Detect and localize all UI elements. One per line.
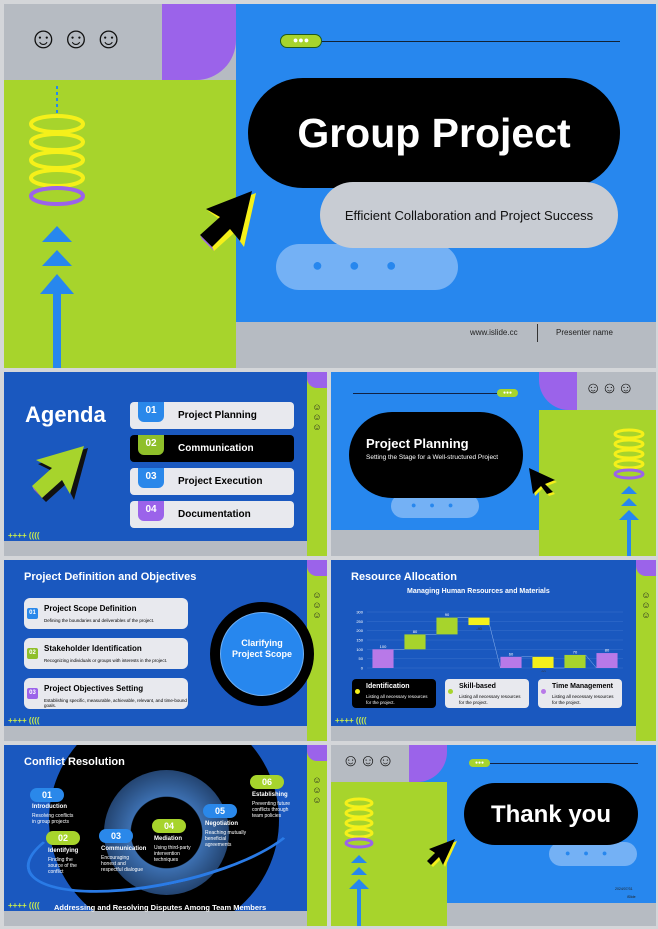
slide-cover[interactable]: ☺☺☺ ●●● Group Project ●●● Efficient Coll… (4, 4, 656, 368)
bar (532, 656, 554, 668)
agenda-item-label: Communication (178, 443, 254, 454)
data-label: 70 (573, 649, 578, 654)
data-label: 60 (509, 651, 514, 656)
chart-title: Managing Human Resources and Materials (407, 588, 550, 595)
section-subtitle: Setting the Stage for a Well-structured … (366, 454, 499, 461)
cursor-arrow-icon (427, 839, 457, 867)
section-title: Project Planning (366, 436, 469, 451)
slide-definition[interactable]: ☺☺☺ Project Definition and Objectives 01… (4, 560, 327, 741)
data-label: 80 (413, 629, 418, 634)
dots-icon: ●●● (312, 255, 423, 275)
conflict-footer: Addressing and Resolving Disputes Among … (54, 903, 267, 912)
slide-title: Project Definition and Objectives (24, 571, 197, 583)
connector-line (585, 654, 597, 669)
spring-coil-icon (344, 797, 374, 926)
thanks-brand: iSlide (627, 895, 636, 899)
website-link[interactable]: www.islide.cc (470, 328, 518, 337)
smiley-face-icon: ☺☺☺ (342, 751, 395, 770)
agenda-item-label: Documentation (178, 509, 251, 520)
title-pill (248, 78, 620, 188)
waterfall-chart: 0 50 100 150 200 250 300 100 80 90 -40 60 -60 70 80 (356, 610, 623, 672)
spring-coil-icon (613, 428, 645, 556)
thanks-date: 2024/07/31 (615, 887, 633, 891)
cursor-arrow-icon (200, 191, 256, 251)
agenda-title: Agenda (25, 402, 106, 427)
subtitle-pill (320, 182, 618, 248)
data-label: 100 (380, 644, 387, 649)
connector-line (489, 625, 501, 669)
smiley-face-icon: ☺☺☺ (28, 22, 126, 55)
data-label: 90 (445, 612, 450, 617)
data-label: -60 (540, 669, 547, 672)
smiley-face-icon: ☺☺☺ (641, 590, 651, 620)
thanks-title: Thank you (490, 801, 611, 828)
lime-panel (4, 80, 236, 368)
y-tick-label: 0 (361, 666, 364, 671)
agenda-item-label: Project Planning (178, 410, 257, 421)
presenter-name: Presenter name (556, 328, 613, 337)
y-tick-label: 100 (356, 647, 363, 652)
slide-thanks[interactable]: ☺☺☺ ●●● ●●● Thank you 2024/07/31 iSlide (331, 745, 656, 926)
smiley-face-icon: ☺☺☺ (312, 402, 322, 432)
data-label: 80 (605, 648, 610, 653)
bar (436, 617, 458, 635)
purple-shape (162, 4, 236, 80)
bar (468, 617, 490, 626)
bar (564, 654, 586, 668)
bar (596, 653, 618, 668)
dots-pill-icon: ●●● (469, 759, 490, 767)
smiley-face-icon: ☺☺☺ (585, 380, 635, 397)
bar (404, 634, 426, 650)
smiley-face-icon: ☺☺☺ (312, 590, 322, 620)
slide-title: Resource Allocation (351, 571, 457, 583)
data-label: -40 (476, 626, 483, 631)
bar (372, 649, 394, 668)
y-tick-label: 150 (356, 638, 363, 643)
agenda-item-label: Project Execution (178, 476, 263, 487)
bar (500, 656, 522, 668)
scope-circle-text: Clarifying Project Scope (231, 638, 293, 659)
y-tick-label: 50 (359, 656, 364, 661)
slide-title: Conflict Resolution (24, 756, 125, 768)
dots-pill (276, 244, 458, 290)
spring-coil-icon (29, 86, 85, 368)
cursor-arrow-icon (32, 446, 88, 502)
y-tick-label: 250 (356, 619, 363, 624)
slide-resource[interactable]: ☺☺☺ Resource Allocation Managing Human R… (331, 560, 656, 741)
dots-pill-icon: ●●● (280, 34, 322, 48)
cursor-arrow-icon (529, 468, 557, 496)
smiley-face-icon: ☺☺☺ (312, 775, 322, 805)
y-tick-label: 200 (356, 628, 363, 633)
page-title: Group Project (297, 110, 571, 156)
y-tick-label: 300 (356, 610, 363, 615)
slide-section[interactable]: ☺☺☺ ●●● ●●● Project Planning Setting the… (331, 372, 656, 556)
subtitle: Efficient Collaboration and Project Succ… (344, 208, 594, 223)
